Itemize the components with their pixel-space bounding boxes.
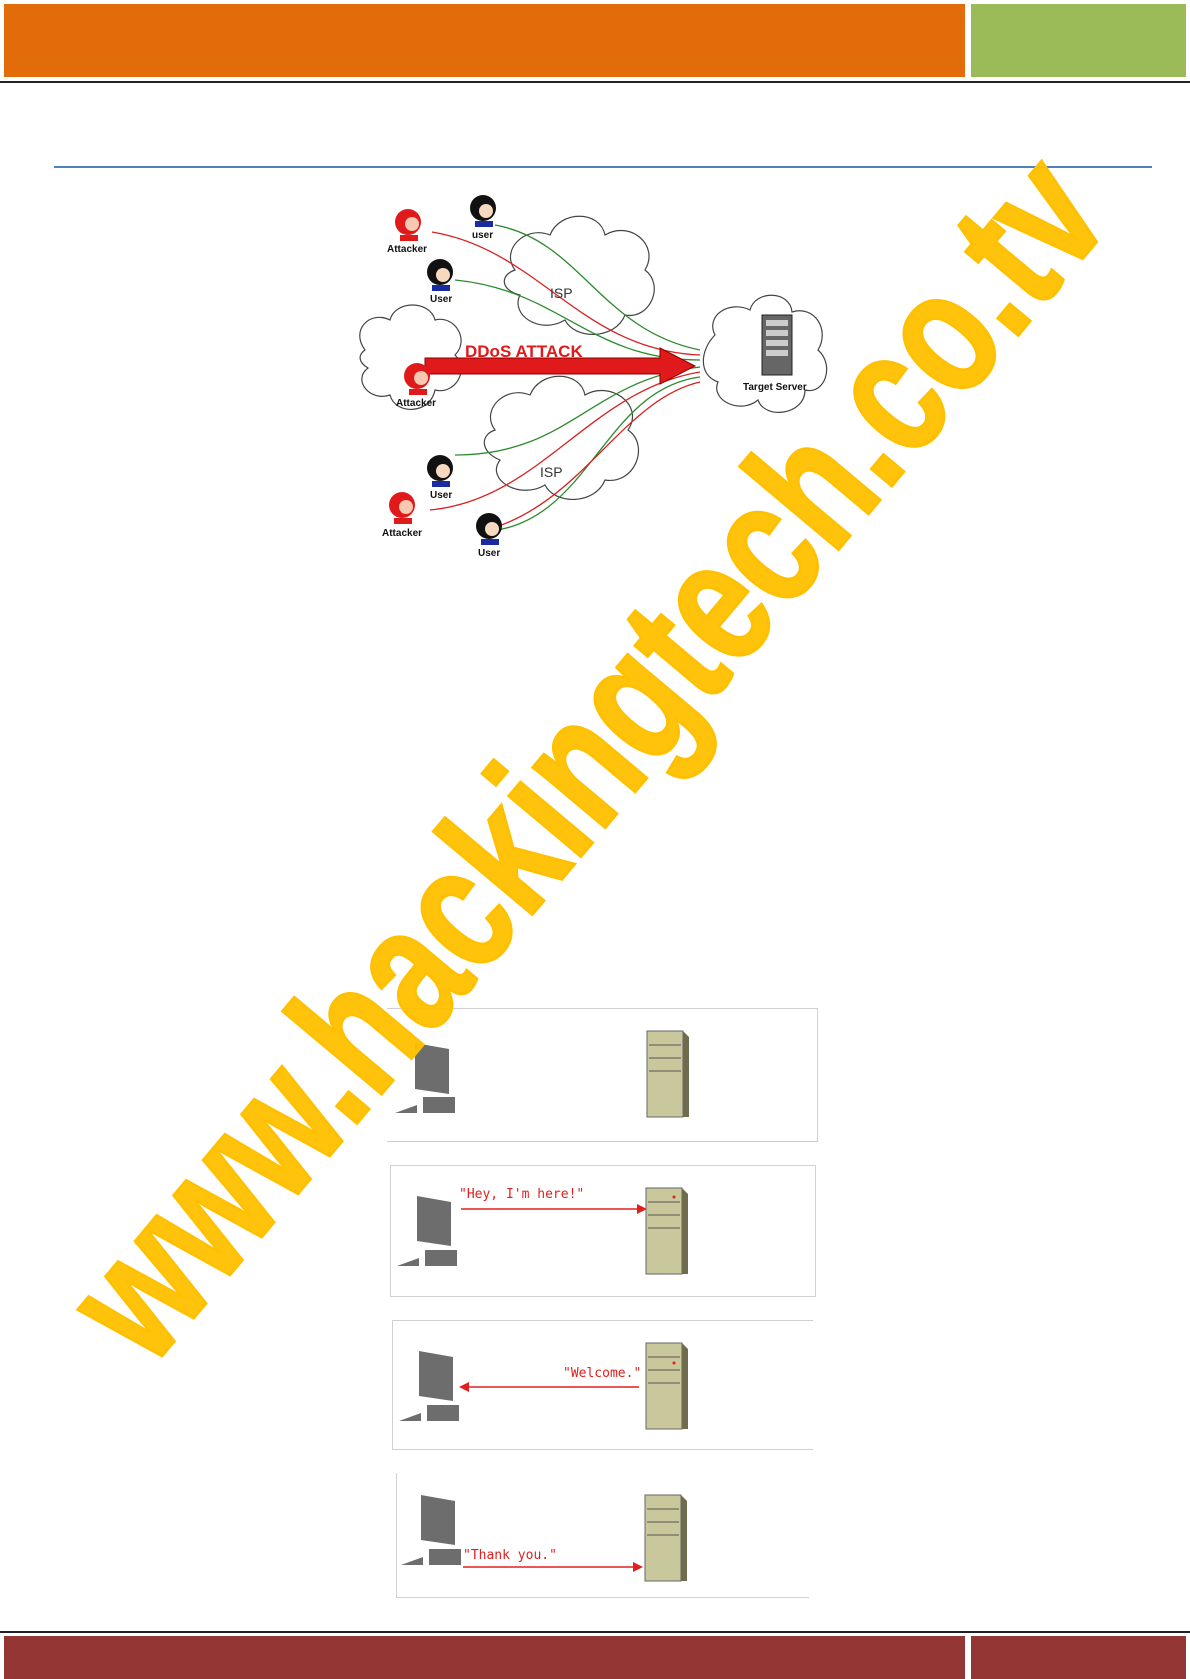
handshake-panel-3: "Welcome."	[392, 1320, 813, 1450]
server-icon	[645, 1187, 688, 1275]
arrow-to-computer	[459, 1382, 639, 1392]
handshake-panel-2: "Hey, I'm here!"	[390, 1165, 816, 1297]
attacker-top-icon	[395, 209, 421, 241]
isp-bottom-label: ISP	[540, 464, 563, 480]
header-bar-orange	[4, 4, 965, 77]
user-top-label: user	[472, 230, 493, 241]
attacker-top-label: Attacker	[387, 244, 427, 255]
computer-icon	[397, 1196, 457, 1266]
handshake-panel-1	[387, 1008, 818, 1142]
target-server-label: Target Server	[743, 382, 807, 393]
handshake-panel-2-art: "Hey, I'm here!"	[397, 1187, 688, 1275]
server-icon	[645, 1342, 688, 1430]
handshake-panel-4: "Thank you."	[396, 1473, 809, 1598]
user-top-icon	[470, 195, 496, 227]
user-bottom-a-label: User	[430, 490, 452, 501]
ddos-attack-arrow	[424, 347, 697, 385]
isp-top-label: ISP	[550, 285, 573, 301]
attacker-cloud	[359, 304, 462, 410]
user-middle-label: User	[430, 294, 452, 305]
server-icon	[644, 1494, 687, 1582]
computer-icon	[395, 1043, 455, 1113]
attacker-cloud-label: Attacker	[396, 398, 436, 409]
computer-icon	[399, 1351, 459, 1421]
user-bottom-b-icon	[476, 513, 502, 545]
user-bottom-a-icon	[427, 455, 453, 487]
footer-bar-main	[4, 1636, 965, 1679]
target-server-icon	[761, 314, 793, 376]
footer-bar-side	[971, 1636, 1186, 1679]
computer-icon	[401, 1495, 461, 1565]
isp-cloud-bottom	[483, 375, 640, 500]
isp-cloud-top	[503, 215, 655, 335]
attacker-bottom-icon	[389, 492, 415, 524]
arrow-to-server	[461, 1204, 647, 1214]
ddos-attack-label: DDoS ATTACK	[465, 342, 583, 361]
message-thank-you: "Thank you."	[463, 1548, 557, 1563]
message-hey-im-here: "Hey, I'm here!"	[459, 1187, 584, 1202]
message-welcome: "Welcome."	[563, 1366, 641, 1381]
handshake-panel-3-art: "Welcome."	[399, 1342, 688, 1430]
attacker-bottom-label: Attacker	[382, 528, 422, 539]
ddos-diagram: DDoS ATTACK Attacker user User ISP Attac…	[359, 195, 828, 559]
header-divider	[0, 81, 1190, 83]
handshake-panel-1-art	[395, 1030, 689, 1118]
handshake-panel-4-art: "Thank you."	[401, 1494, 687, 1582]
footer-divider	[0, 1631, 1190, 1633]
watermark-fill: www.hackingtech.co.tv	[26, 117, 1143, 1395]
server-icon	[646, 1030, 689, 1118]
heading-rule	[54, 166, 1152, 168]
user-bottom-b-label: User	[478, 548, 500, 559]
header-bar-green	[971, 4, 1186, 77]
attacker-cloud-icon	[404, 363, 430, 395]
user-middle-icon	[427, 259, 453, 291]
arrow-to-server	[463, 1562, 643, 1572]
